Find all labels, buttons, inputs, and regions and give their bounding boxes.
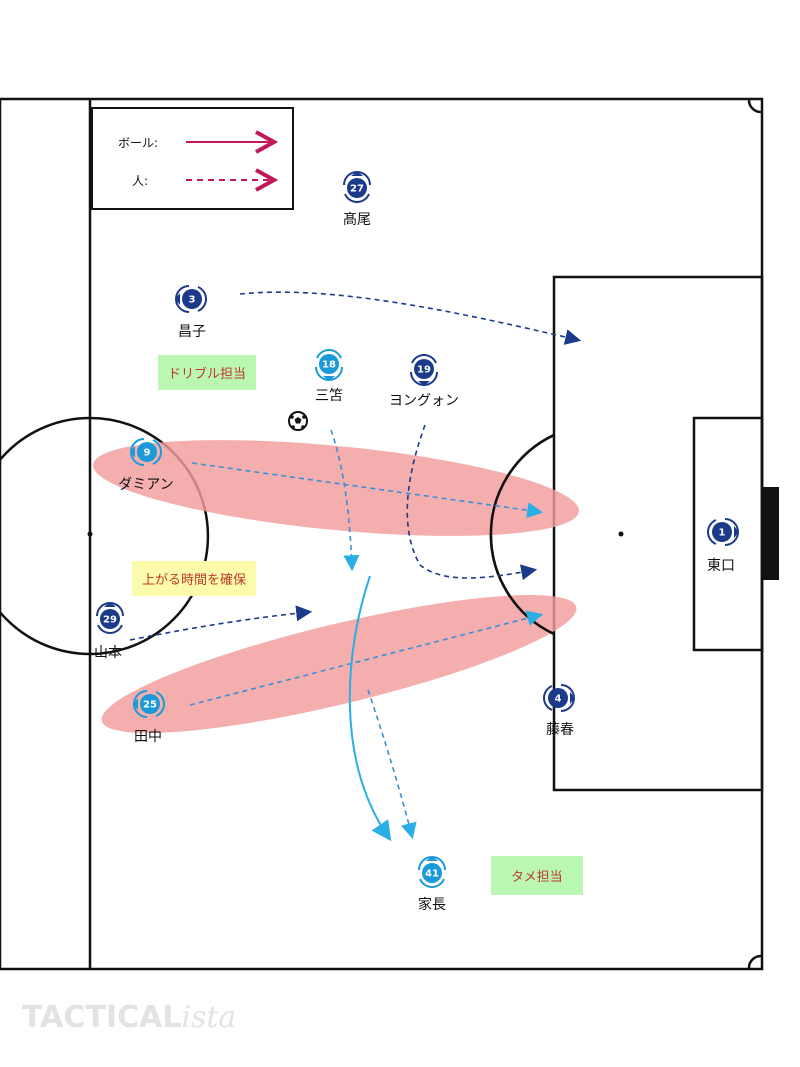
player-number-ienaga: 41 [425,869,439,880]
player-marker-fujiharu[interactable]: 4 [543,684,575,712]
player-number-yongwon: 19 [417,365,431,376]
player-marker-higashiguchi[interactable]: 1 [707,518,739,546]
zone-lower [101,595,577,733]
zone-upper [93,440,579,536]
player-marker-yongwon[interactable]: 19 [410,354,438,386]
legend-ball-label: ボール: [118,136,159,150]
center-spot [87,531,93,537]
player-name-mikasa: 三笘 [315,388,343,404]
player-name-fujiharu: 藤春 [546,722,574,738]
player-number-tanaka: 25 [143,700,157,711]
player-marker-masako[interactable]: 3 [175,285,207,313]
player-number-fujiharu: 4 [555,694,562,705]
soccer-ball-icon [288,411,308,431]
legend-box [91,107,294,210]
away-runs [129,291,582,641]
player-number-takao: 27 [350,184,364,195]
tacticalista-logo: TACTICALista [22,1000,237,1035]
player-name-higashiguchi: 東口 [707,558,735,574]
tag-tame: タメ担当 [491,856,583,895]
player-number-yamamoto: 29 [103,615,117,626]
player-marker-damian[interactable]: 9 [130,438,162,466]
player-number-damian: 9 [144,448,151,459]
player-name-tanaka: 田中 [134,729,162,745]
penalty-spot [618,531,624,537]
player-marker-yamamoto[interactable]: 29 [96,602,124,634]
player-name-damian: ダミアン [118,477,174,493]
home-runs [189,429,544,840]
ball-path [348,575,392,842]
player-marker-tanaka[interactable]: 25 [133,690,165,718]
player-name-takao: 髙尾 [343,212,371,228]
player-number-mikasa: 18 [322,360,336,371]
player-number-masako: 3 [189,295,196,306]
player-marker-ienaga[interactable]: 41 [418,856,446,888]
goal [762,487,779,580]
tag-time: 上がる時間を確保 [132,561,257,596]
tag-dribble: ドリブル担当 [158,355,257,390]
player-name-masako: 昌子 [178,324,206,340]
player-name-yongwon: ヨングォン [389,393,459,409]
pitch-lines [0,97,764,971]
player-name-yamamoto: 山本 [94,645,122,661]
player-name-ienaga: 家長 [418,897,446,913]
player-number-higashiguchi: 1 [719,528,726,539]
player-marker-mikasa[interactable]: 18 [315,349,343,381]
legend-person-label: 人: [132,174,149,188]
player-marker-takao[interactable]: 27 [343,171,371,203]
